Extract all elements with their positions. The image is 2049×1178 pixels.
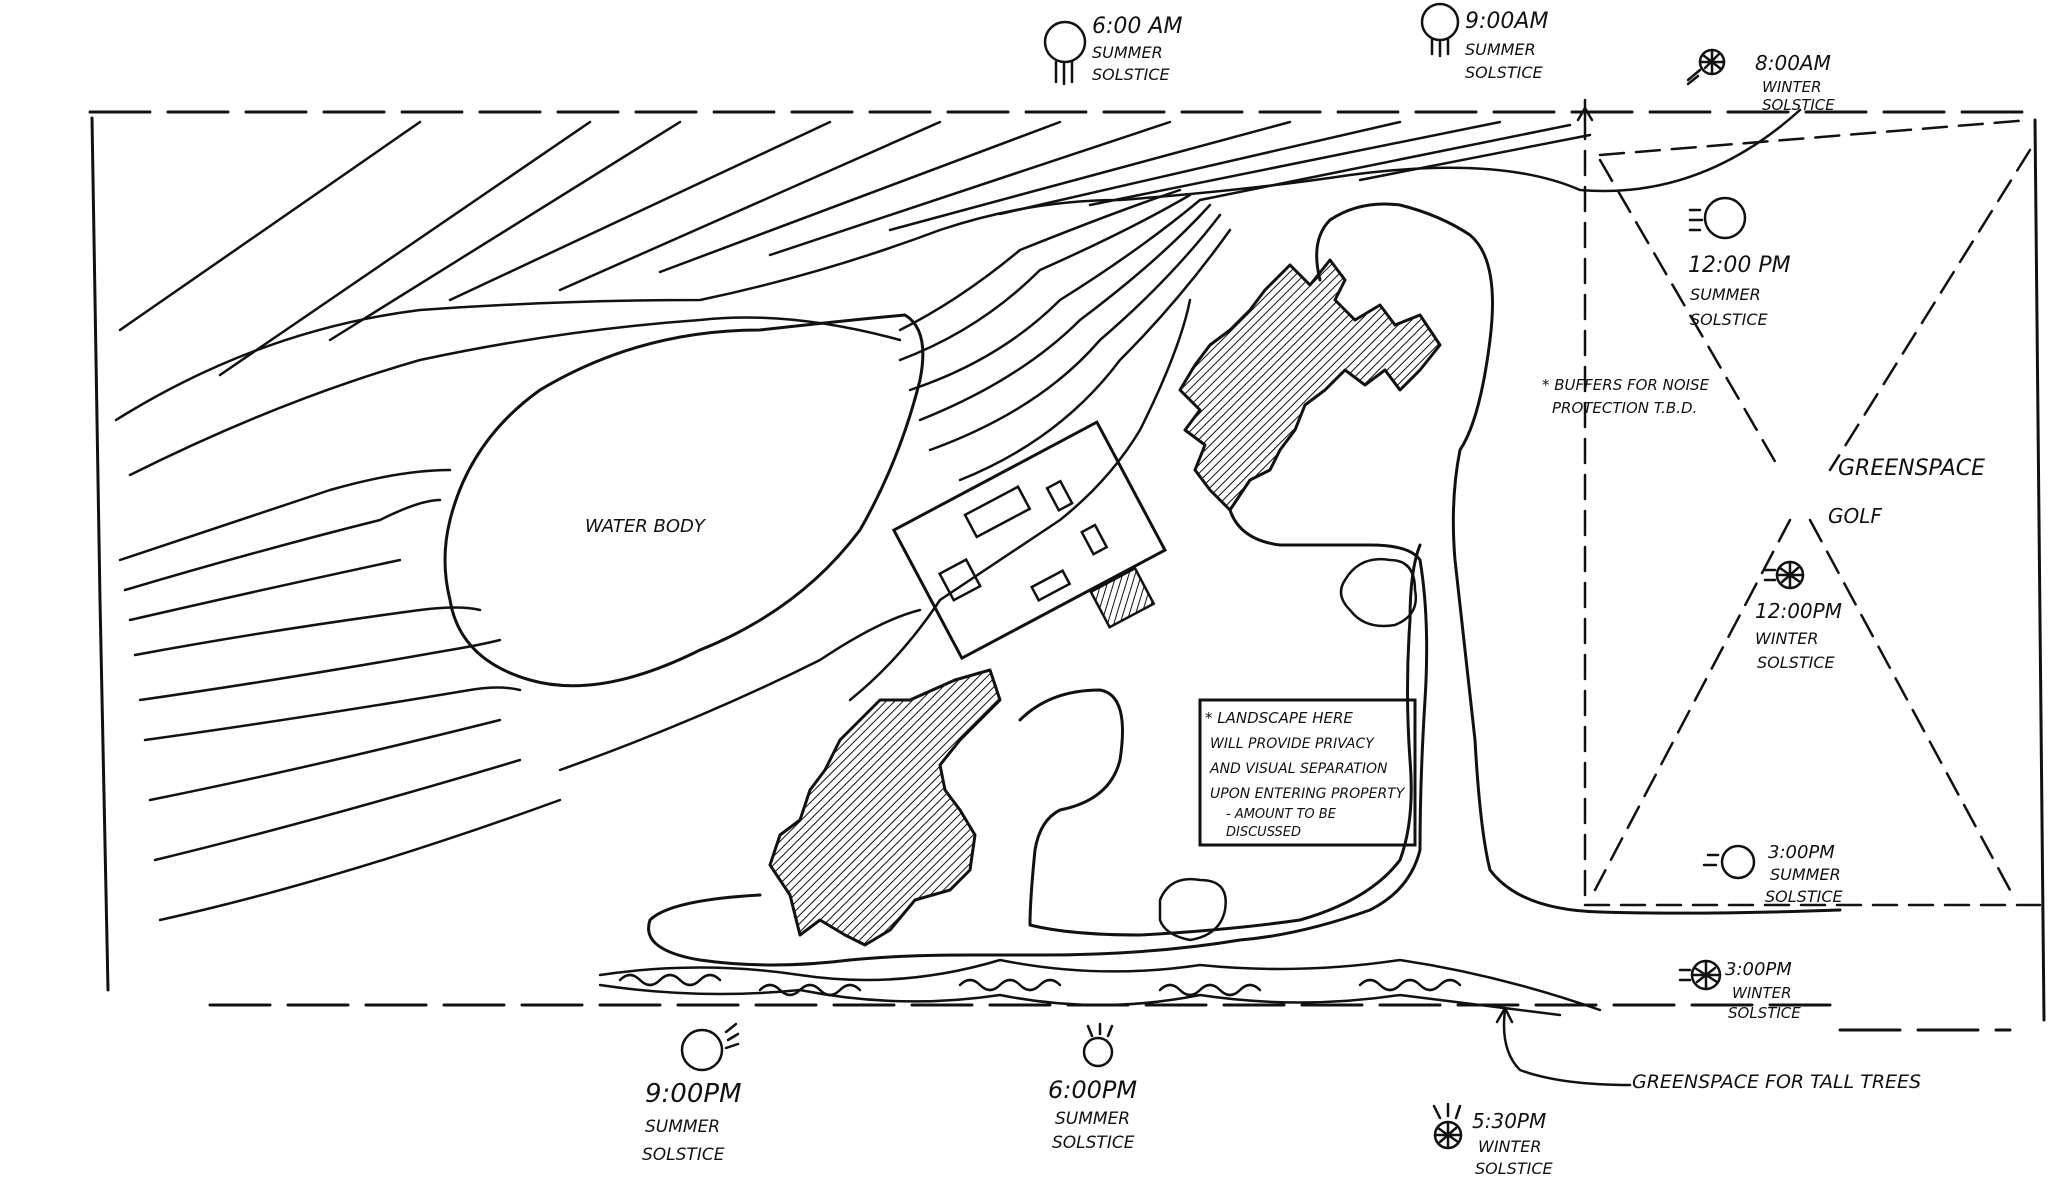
sun-summer-3pm-icon [1702, 844, 1756, 880]
sun-winter-3pm-icon [1678, 959, 1722, 991]
svg-text:AND VISUAL SEPARATION: AND VISUAL SEPARATION [1209, 761, 1388, 777]
svg-text:WILL PROVIDE PRIVACY: WILL PROVIDE PRIVACY [1210, 736, 1375, 752]
svg-text:SOLSTICE: SOLSTICE [1757, 653, 1835, 672]
svg-text:WINTER: WINTER [1732, 984, 1792, 1002]
svg-text:SUMMER: SUMMER [1465, 40, 1536, 59]
svg-text:3:00PM: 3:00PM [1768, 842, 1835, 863]
sun-label-winter-8am: 8:00AM WINTER SOLSTICE [1755, 51, 1835, 114]
sun-label-summer-9pm: 9:00PM SUMMER SOLSTICE [642, 1079, 742, 1165]
sun-summer-12pm-icon [1688, 196, 1747, 240]
svg-text:SOLSTICE: SOLSTICE [1765, 887, 1843, 906]
svg-text:SOLSTICE: SOLSTICE [1728, 1004, 1801, 1022]
sun-label-summer-6pm: 6:00PM SUMMER SOLSTICE [1048, 1076, 1137, 1153]
svg-text:- AMOUNT TO BE: - AMOUNT TO BE [1226, 807, 1337, 822]
sun-label-summer-6am: 6:00 AM SUMMER SOLSTICE [1092, 14, 1182, 84]
landscape-note-box [1198, 698, 1417, 847]
svg-text:SUMMER: SUMMER [645, 1117, 720, 1137]
sun-label-winter-12pm: 12:00PM WINTER SOLSTICE [1755, 599, 1842, 672]
svg-text:SOLSTICE: SOLSTICE [1465, 63, 1543, 82]
svg-text:6:00 AM: 6:00 AM [1092, 14, 1182, 39]
svg-text:12:00 PM: 12:00 PM [1688, 253, 1791, 278]
svg-text:SOLSTICE: SOLSTICE [1690, 310, 1768, 329]
svg-text:12:00PM: 12:00PM [1755, 599, 1842, 623]
svg-text:* BUFFERS FOR NOISE: * BUFFERS FOR NOISE [1542, 376, 1710, 394]
svg-text:DISCUSSED: DISCUSSED [1226, 825, 1301, 840]
building-b [768, 668, 1002, 947]
svg-text:SUMMER: SUMMER [1690, 285, 1761, 304]
water-body [443, 313, 925, 688]
sun-summer-6am-icon [1043, 20, 1087, 86]
sun-label-summer-3pm: 3:00PM SUMMER SOLSTICE [1765, 842, 1843, 906]
sun-label-summer-12pm: 12:00 PM SUMMER SOLSTICE [1688, 253, 1791, 329]
sun-label-winter-3pm: 3:00PM WINTER SOLSTICE [1725, 959, 1801, 1022]
buffers-note: * BUFFERS FOR NOISE PROTECTION T.B.D. [1542, 376, 1710, 417]
building-a [1178, 258, 1442, 512]
svg-text:UPON ENTERING PROPERTY: UPON ENTERING PROPERTY [1210, 786, 1406, 802]
svg-text:9:00AM: 9:00AM [1465, 9, 1548, 34]
sun-winter-8am-icon [1686, 48, 1726, 86]
golf-label: GOLF [1828, 504, 1882, 528]
tall-trees-leader-arrow [1495, 1006, 1632, 1087]
svg-text:SOLSTICE: SOLSTICE [642, 1145, 725, 1165]
svg-text:3:00PM: 3:00PM [1725, 959, 1792, 980]
sun-winter-12pm-icon [1763, 560, 1805, 590]
sun-winter-530pm-icon [1432, 1102, 1463, 1150]
sun-label-summer-9am: 9:00AM SUMMER SOLSTICE [1465, 9, 1548, 82]
svg-text:SOLSTICE: SOLSTICE [1475, 1159, 1553, 1178]
svg-text:SOLSTICE: SOLSTICE [1762, 96, 1835, 114]
sun-summer-6pm-icon [1082, 1022, 1114, 1068]
svg-text:WINTER: WINTER [1755, 629, 1819, 648]
greenspace-trees-label: GREENSPACE FOR TALL TREES [1632, 1071, 1921, 1093]
svg-text:8:00AM: 8:00AM [1755, 51, 1831, 75]
svg-text:SOLSTICE: SOLSTICE [1092, 65, 1170, 84]
contour-lines [118, 188, 1232, 922]
sun-summer-9am-icon [1420, 2, 1460, 58]
water-body-label: WATER BODY [585, 516, 707, 537]
svg-text:SOLSTICE: SOLSTICE [1052, 1133, 1135, 1153]
svg-text:6:00PM: 6:00PM [1048, 1076, 1137, 1104]
greenspace-label: GREENSPACE [1838, 456, 1985, 481]
property-boundary [88, 110, 2046, 1032]
svg-text:5:30PM: 5:30PM [1472, 1109, 1546, 1133]
tree-cluster [598, 557, 1602, 1017]
sun-label-winter-530pm: 5:30PM WINTER SOLSTICE [1472, 1109, 1553, 1178]
svg-text:WINTER: WINTER [1478, 1137, 1542, 1156]
golf-greenspace-zone [1576, 98, 2042, 907]
svg-text:SUMMER: SUMMER [1092, 43, 1163, 62]
sun-summer-9pm-icon [680, 1022, 740, 1072]
svg-text:SUMMER: SUMMER [1770, 865, 1841, 884]
svg-text:PROTECTION T.B.D.: PROTECTION T.B.D. [1552, 399, 1697, 417]
landscape-note: * LANDSCAPE HERE WILL PROVIDE PRIVACY AN… [1205, 709, 1406, 840]
clubhouse-building [891, 420, 1167, 661]
svg-text:* LANDSCAPE HERE: * LANDSCAPE HERE [1205, 709, 1353, 727]
north-hatch-zone [114, 108, 1802, 422]
svg-text:SUMMER: SUMMER [1055, 1109, 1130, 1129]
svg-text:WINTER: WINTER [1762, 78, 1822, 96]
svg-text:9:00PM: 9:00PM [645, 1079, 742, 1109]
